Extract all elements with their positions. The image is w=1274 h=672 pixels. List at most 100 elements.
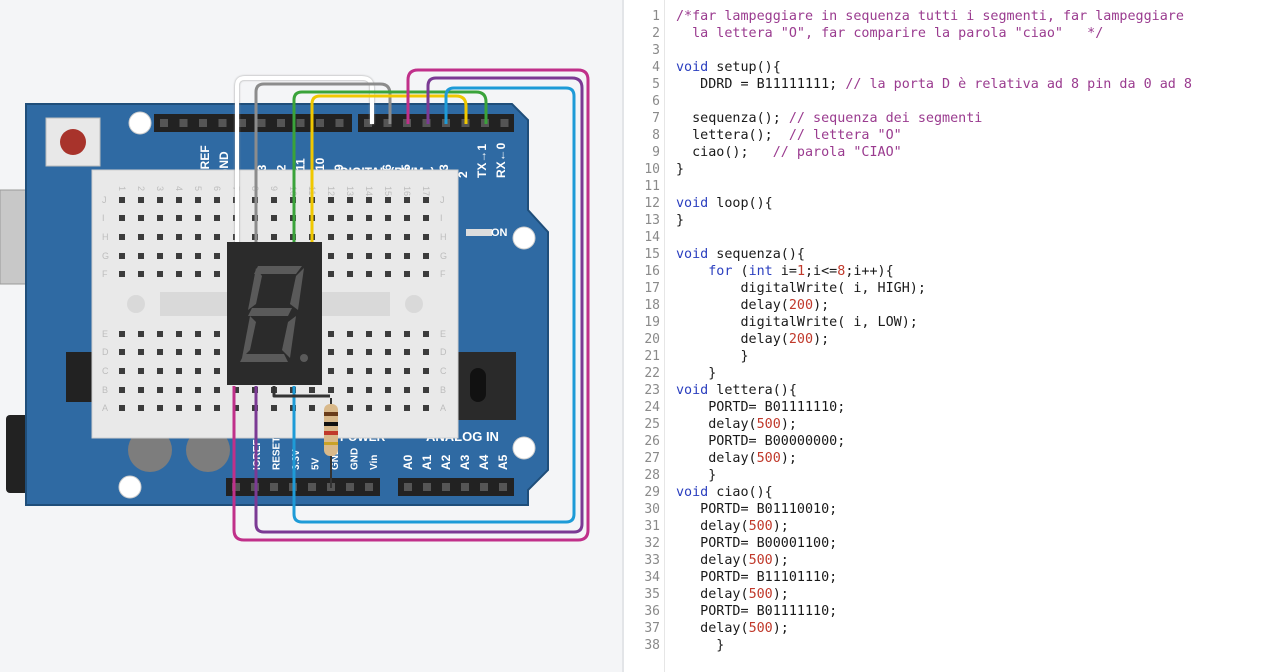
header-pin[interactable]	[160, 119, 168, 127]
breadboard-hole[interactable]	[404, 215, 410, 221]
header-pin[interactable]	[308, 483, 316, 491]
code-line[interactable]: PORTD= B01110010;	[676, 501, 837, 518]
breadboard-hole[interactable]	[347, 368, 353, 374]
breadboard-hole[interactable]	[138, 197, 144, 203]
code-line[interactable]: PORTD= B00001100;	[676, 535, 837, 552]
code-line[interactable]: PORTD= B01111110;	[676, 399, 845, 416]
breadboard-hole[interactable]	[271, 405, 277, 411]
pane-divider[interactable]	[622, 0, 624, 672]
breadboard-hole[interactable]	[119, 271, 125, 277]
breadboard-hole[interactable]	[366, 387, 372, 393]
breadboard-hole[interactable]	[176, 387, 182, 393]
breadboard-hole[interactable]	[176, 234, 182, 240]
code-line[interactable]: delay(500);	[676, 620, 789, 637]
breadboard-hole[interactable]	[271, 215, 277, 221]
code-line[interactable]: }	[676, 348, 748, 365]
breadboard-hole[interactable]	[328, 253, 334, 259]
header-pin[interactable]	[238, 119, 246, 127]
resistor[interactable]	[324, 404, 338, 456]
breadboard-hole[interactable]	[157, 215, 163, 221]
breadboard-hole[interactable]	[195, 387, 201, 393]
wire-yellow[interactable]	[310, 94, 468, 248]
breadboard-hole[interactable]	[138, 349, 144, 355]
breadboard-hole[interactable]	[214, 387, 220, 393]
breadboard-hole[interactable]	[366, 368, 372, 374]
breadboard-hole[interactable]	[347, 271, 353, 277]
breadboard-hole[interactable]	[347, 349, 353, 355]
breadboard-hole[interactable]	[309, 387, 315, 393]
wire-magenta-top[interactable]	[232, 68, 590, 542]
breadboard-hole[interactable]	[195, 215, 201, 221]
breadboard-hole[interactable]	[385, 387, 391, 393]
breadboard-hole[interactable]	[423, 387, 429, 393]
breadboard-hole[interactable]	[347, 215, 353, 221]
power-pins[interactable]	[232, 483, 507, 491]
wire-purple[interactable]	[254, 76, 584, 534]
breadboard-hole[interactable]	[138, 331, 144, 337]
breadboard-hole[interactable]	[385, 215, 391, 221]
breadboard-hole[interactable]	[385, 253, 391, 259]
header-pin[interactable]	[499, 483, 507, 491]
breadboard-hole[interactable]	[404, 253, 410, 259]
code-line[interactable]: delay(500);	[676, 416, 797, 433]
header-pin[interactable]	[500, 119, 509, 127]
code-line[interactable]: }	[676, 212, 684, 229]
header-pin[interactable]	[232, 483, 240, 491]
breadboard-hole[interactable]	[214, 234, 220, 240]
circuit-canvas[interactable]: ON AREFGND1312~11~10~987~6~54~32TX→1RX←0…	[0, 0, 622, 672]
breadboard-hole[interactable]	[157, 331, 163, 337]
breadboard-hole[interactable]	[214, 405, 220, 411]
breadboard-hole[interactable]	[119, 368, 125, 374]
wires[interactable]	[232, 68, 590, 542]
header-pin[interactable]	[218, 119, 227, 127]
breadboard-hole[interactable]	[347, 331, 353, 337]
wire-gray[interactable]	[254, 82, 392, 248]
header-pin[interactable]	[179, 119, 188, 127]
breadboard-hole[interactable]	[366, 405, 372, 411]
code-line[interactable]: delay(200);	[676, 331, 829, 348]
breadboard-hole[interactable]	[119, 349, 125, 355]
breadboard-hole[interactable]	[385, 349, 391, 355]
breadboard-hole[interactable]	[404, 405, 410, 411]
header-pin[interactable]	[480, 483, 488, 491]
breadboard-hole[interactable]	[423, 253, 429, 259]
header-pin[interactable]	[404, 483, 412, 491]
breadboard-hole[interactable]	[119, 215, 125, 221]
breadboard-hole[interactable]	[423, 349, 429, 355]
code-line[interactable]: PORTD= B01111110;	[676, 603, 837, 620]
breadboard-hole[interactable]	[385, 331, 391, 337]
code-line[interactable]: void sequenza(){	[676, 246, 805, 263]
circuit-diagram[interactable]: ON AREFGND1312~11~10~987~6~54~32TX→1RX←0…	[0, 0, 622, 672]
breadboard-hole[interactable]	[328, 331, 334, 337]
breadboard-hole[interactable]	[138, 253, 144, 259]
header-pin[interactable]	[423, 483, 431, 491]
breadboard-hole[interactable]	[176, 215, 182, 221]
code-line[interactable]: void loop(){	[676, 195, 773, 212]
breadboard-hole[interactable]	[157, 368, 163, 374]
breadboard-hole[interactable]	[119, 253, 125, 259]
breadboard-hole[interactable]	[423, 331, 429, 337]
breadboard-hole[interactable]	[404, 368, 410, 374]
analog-header[interactable]	[398, 478, 514, 496]
breadboard-hole[interactable]	[404, 349, 410, 355]
breadboard-hole[interactable]	[195, 349, 201, 355]
breadboard-hole[interactable]	[385, 405, 391, 411]
breadboard-hole[interactable]	[328, 387, 334, 393]
breadboard-hole[interactable]	[214, 253, 220, 259]
header-pin[interactable]	[199, 119, 207, 127]
breadboard-hole[interactable]	[366, 349, 372, 355]
breadboard-hole[interactable]	[214, 368, 220, 374]
digital-header-left[interactable]	[154, 114, 352, 132]
breadboard-hole[interactable]	[328, 271, 334, 277]
code-line[interactable]: sequenza(); // sequenza dei segmenti	[676, 110, 982, 127]
digital-header-right[interactable]	[358, 114, 514, 132]
breadboard-hole[interactable]	[271, 197, 277, 203]
breadboard-hole[interactable]	[138, 405, 144, 411]
breadboard-hole[interactable]	[423, 215, 429, 221]
breadboard-hole[interactable]	[176, 271, 182, 277]
breadboard-hole[interactable]	[214, 197, 220, 203]
breadboard-hole[interactable]	[423, 405, 429, 411]
header-pin[interactable]	[257, 119, 266, 127]
breadboard-hole[interactable]	[347, 234, 353, 240]
